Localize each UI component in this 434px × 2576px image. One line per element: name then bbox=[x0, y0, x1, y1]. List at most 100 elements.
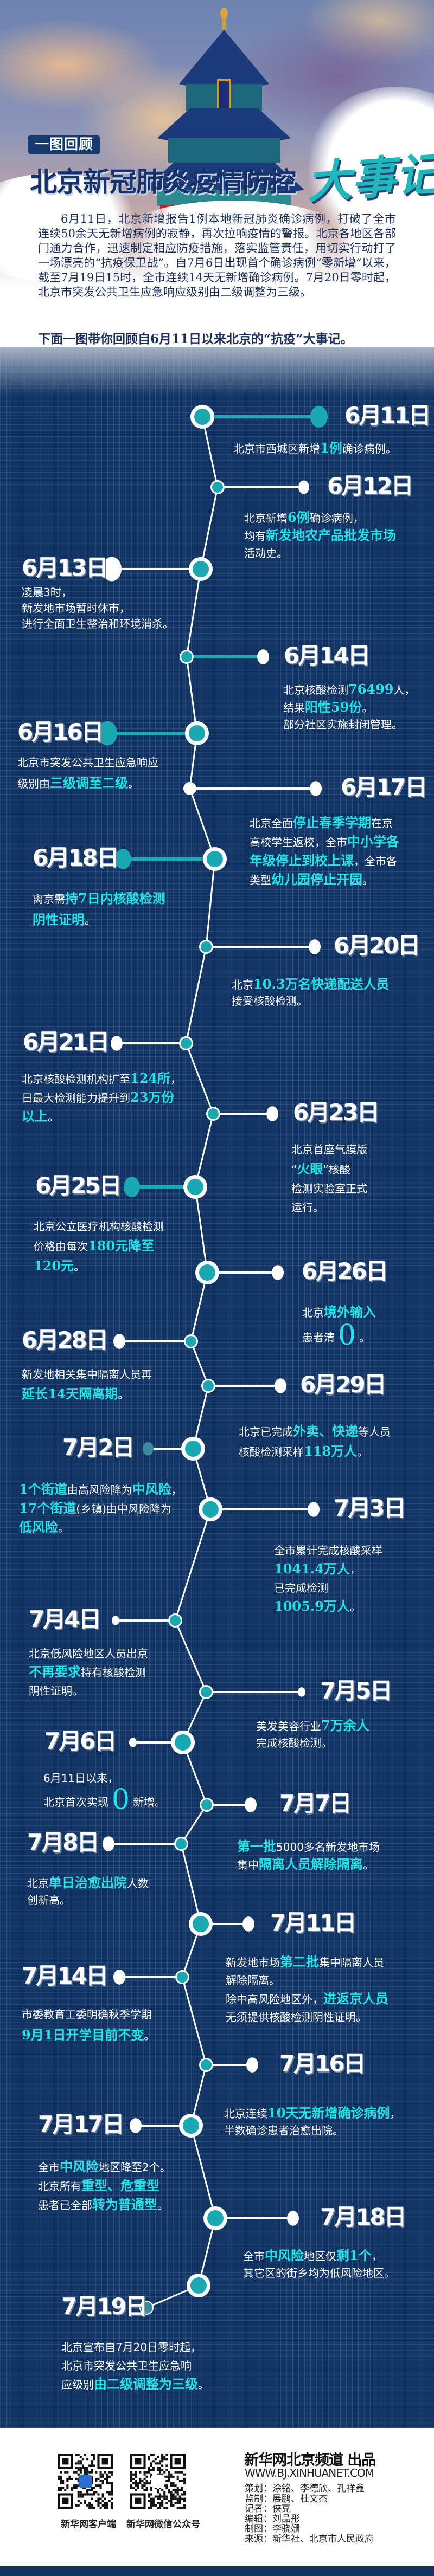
plain-text: 北京连续 bbox=[224, 2107, 267, 2120]
highlight-text: 23万份 bbox=[130, 1089, 175, 1105]
event-date: 7月8日 bbox=[27, 1829, 99, 1856]
event-date: 6月16日 bbox=[17, 719, 104, 745]
event-date: 6月13日 bbox=[22, 554, 108, 581]
plain-text: 高校学生返校，全市 bbox=[250, 836, 347, 849]
hero-banner bbox=[0, 0, 434, 358]
timeline-node bbox=[189, 725, 205, 741]
qr-finder-center bbox=[135, 2458, 142, 2465]
timeline-node bbox=[201, 2059, 212, 2070]
plain-text: 完成核酸检测。 bbox=[256, 1736, 332, 1749]
plain-text: 在京 bbox=[371, 817, 393, 830]
credit-line: 来源：新华社、北京市人民政府 bbox=[245, 2533, 374, 2545]
timeline-end-dot bbox=[310, 406, 328, 428]
event-description: 北京连续10天无新增确诊病例，半数确诊患者治愈出院。 bbox=[224, 2104, 400, 2139]
highlight-text: 第一批 bbox=[237, 1838, 276, 1854]
highlight-text: 120元 bbox=[34, 1258, 74, 1274]
event-line: 价格由每次180元降至 bbox=[34, 1236, 164, 1256]
timeline-end-dot bbox=[275, 1378, 286, 1393]
plain-text: 。 bbox=[85, 914, 95, 927]
plain-text: 人数 bbox=[127, 1877, 149, 1890]
plain-text: 。 bbox=[144, 2029, 155, 2042]
event-date: 6月29日 bbox=[300, 1371, 387, 1398]
event-line: 1005.9万人。 bbox=[274, 1597, 382, 1616]
timeline-node bbox=[175, 1734, 191, 1751]
event-line: 北京所有重型、危重型 bbox=[38, 2177, 171, 2196]
qr-finder-center bbox=[62, 2458, 69, 2465]
event-date: 7月5日 bbox=[320, 1677, 392, 1704]
highlight-text: 中风险 bbox=[60, 2159, 99, 2174]
plain-text: 。 bbox=[128, 777, 139, 790]
plain-text: 运行。 bbox=[291, 1201, 324, 1214]
event-description: 离京需持7日内核酸检测阴性证明。 bbox=[33, 888, 165, 931]
event-description: 北京核酸检测76499人，结果阳性59份。部分社区实施封闭管理。 bbox=[283, 681, 416, 733]
event-line: 1个街道由高风险降为中风险， bbox=[19, 1480, 182, 1499]
qr-code[interactable] bbox=[58, 2454, 113, 2509]
timeline-node bbox=[183, 782, 196, 795]
plain-text: 价格由每次 bbox=[34, 1240, 88, 1253]
event-line: 北京全面停止春季学期在京 bbox=[250, 814, 399, 832]
highlight-text: 10.3万名快递配送人员 bbox=[253, 976, 390, 992]
timeline-end-dot bbox=[124, 1177, 140, 1197]
timeline-node bbox=[199, 1264, 215, 1281]
event-description: 北京宣布自7月20日零时起，北京市突发公共卫生应急响应级别由二级调整为三级。 bbox=[61, 2338, 209, 2394]
highlight-text: 6例 bbox=[288, 509, 310, 525]
credits: 策划：涂铭、李德欣、孔祥鑫监制：展鹏、杜文杰记者：侠克编辑：刘品彤制图：李骁姗来… bbox=[245, 2484, 374, 2545]
highlight-text: 以上 bbox=[22, 1108, 48, 1124]
timeline-node bbox=[193, 561, 209, 577]
xinhua-wechat-logo bbox=[151, 2474, 165, 2488]
timeline-end-dot bbox=[242, 1916, 254, 1932]
plain-text: 。 bbox=[359, 1331, 371, 1344]
event-line: 部分社区实施封闭管理。 bbox=[283, 716, 416, 733]
plain-text: ，全市各 bbox=[354, 855, 397, 868]
plain-text: 确诊病例， bbox=[309, 512, 364, 525]
qr-finder-center bbox=[174, 2458, 181, 2465]
event-line: 级别由三级调至二级。 bbox=[17, 773, 158, 794]
plain-text: 新增。 bbox=[133, 1796, 166, 1809]
xinhua-app-logo bbox=[78, 2474, 92, 2488]
plain-text: 均有 bbox=[244, 530, 266, 543]
event-line: 新发地市场第二批集中隔离人员 bbox=[226, 1953, 388, 1972]
timeline-end-dot bbox=[246, 2057, 258, 2073]
event-line: 已完成检测 bbox=[274, 1579, 382, 1597]
plain-text: 已完成检测 bbox=[274, 1581, 328, 1594]
highlight-text: 180元降至 bbox=[88, 1238, 155, 1254]
publisher-url[interactable]: WWW.BJ.XINHUANET.COM bbox=[245, 2467, 374, 2480]
qr-code[interactable] bbox=[130, 2454, 186, 2509]
event-line: 北京连续10天无新增确诊病例， bbox=[224, 2104, 400, 2122]
plain-text: 全市 bbox=[243, 2250, 265, 2263]
event-line: 进行全面卫生整治和环境消杀。 bbox=[22, 616, 174, 632]
highlight-text: 年级停止到校上课 bbox=[250, 853, 354, 868]
event-line: 解除隔离。 bbox=[226, 1972, 388, 1990]
event-description: 北京全面停止春季学期在京高校学生返校，全市中小学各年级停止到校上课，全市各类型幼… bbox=[250, 814, 399, 889]
event-description: 北京核酸检测机构扩至124所，日最大检测能力提升到23万份以上。 bbox=[22, 1069, 181, 1126]
timeline-end-dot bbox=[111, 1036, 123, 1051]
event-date: 6月12日 bbox=[327, 473, 414, 499]
event-line: 除中高风险地区外，进返京人员 bbox=[226, 1990, 388, 2009]
timeline-node bbox=[201, 1799, 212, 1810]
event-line: 新发地市场暂时休市， bbox=[22, 601, 174, 616]
event-date: 6月17日 bbox=[341, 774, 427, 800]
plain-text: 类型 bbox=[250, 874, 271, 887]
event-line: 北京新增6例确诊病例， bbox=[244, 509, 396, 527]
event-date: 7月7日 bbox=[279, 1790, 352, 1817]
plain-text: 人， bbox=[393, 683, 416, 696]
event-line: 北京首座气膜版 bbox=[291, 1140, 367, 1159]
plain-text: ， bbox=[390, 2107, 401, 2120]
plain-text: 集中隔离人员 bbox=[319, 1956, 384, 1969]
plain-text: 等人员 bbox=[358, 1425, 391, 1438]
highlight-text: 进返京人员 bbox=[323, 1991, 388, 2006]
qr-finder bbox=[130, 2493, 146, 2509]
plain-text: 美发美容行业 bbox=[256, 1720, 321, 1733]
event-date: 7月14日 bbox=[22, 1962, 108, 1989]
event-line: 北京市突发公共卫生应急响 bbox=[61, 2357, 209, 2375]
timeline-node bbox=[177, 1972, 188, 1983]
plain-text: 。 bbox=[74, 1260, 85, 1273]
plain-text: 北京核酸检测机构扩至 bbox=[22, 1073, 130, 1086]
event-date: 6月11日 bbox=[344, 402, 431, 429]
credit-line: 监制：展鹏、杜文杰 bbox=[245, 2493, 328, 2504]
timeline-end-dot bbox=[287, 2211, 299, 2226]
credit-line: 策划：涂铭、李德欣、孔祥鑫 bbox=[245, 2483, 365, 2494]
event-description: 全市中风险地区仅剩1个，其它区的街乡均为低风险地区。 bbox=[243, 2247, 395, 2282]
intro-paragraph: 6月11日，北京新增报告1例本地新冠肺炎确诊病例，打破了全市连续50余天无新增病… bbox=[38, 212, 396, 299]
